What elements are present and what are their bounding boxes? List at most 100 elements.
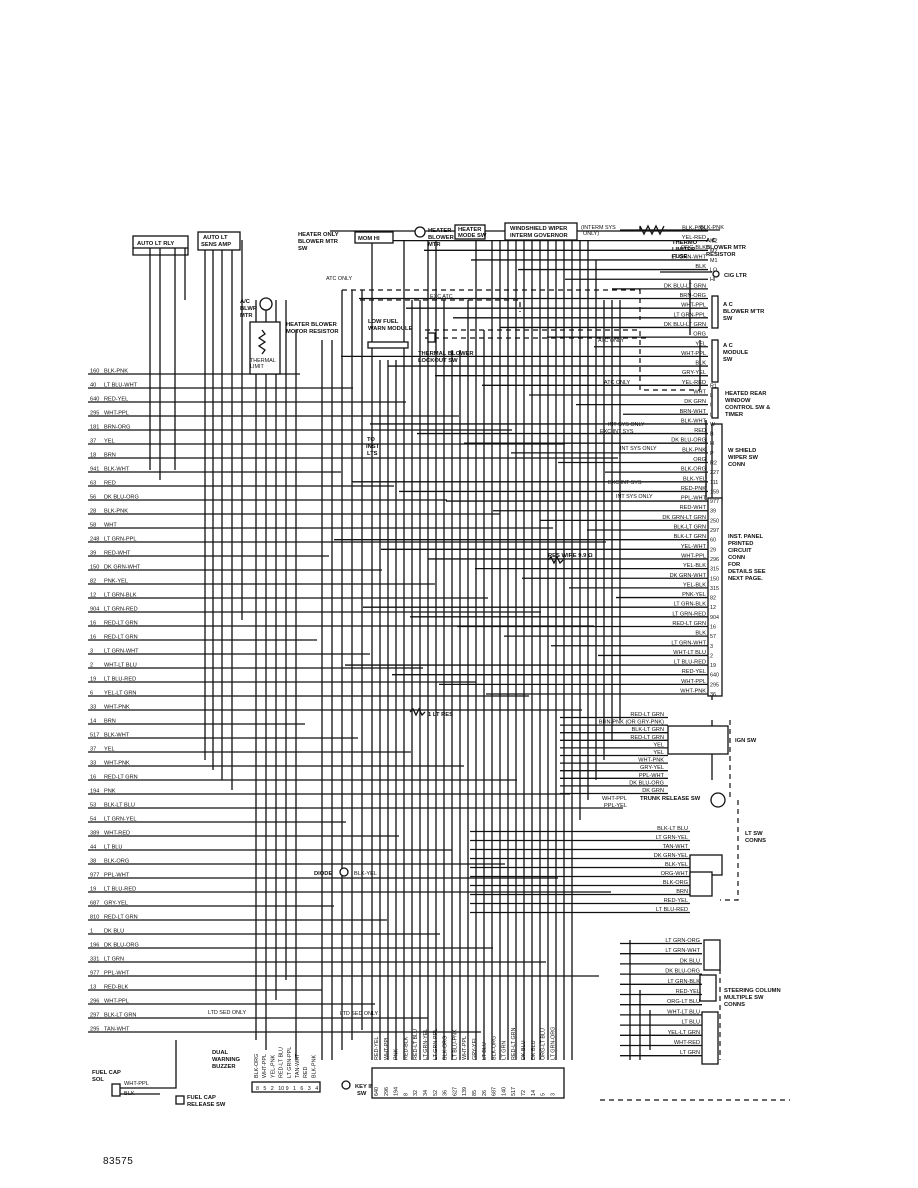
left-wire-label: WHT (104, 523, 117, 529)
inst-panel-line5: FOR (728, 562, 741, 568)
buzzer-line1: DUAL (212, 1050, 229, 1056)
right-wire-label: DK BLU-LT GRN (664, 322, 706, 328)
resistor-blk-pnk: BLK-PNK (700, 225, 724, 231)
left-wire-number: 3 (90, 649, 93, 655)
diode: DIODE BLK-YEL (314, 867, 377, 877)
low-fuel-warn-module: LOW FUEL WARN MODULE (367, 319, 413, 349)
right-wire-label: BLK-LT GRN (674, 525, 706, 531)
left-wire-number: 40 (90, 383, 96, 389)
bottom-pin-label: BLK-ORG (443, 1036, 449, 1060)
note-atc-only: ATC ONLY (326, 276, 353, 282)
to-inst-lts-line1: TO (367, 437, 375, 443)
ac-blower-sw-line1: A C (723, 302, 734, 308)
left-wire-number: 38 (90, 859, 96, 865)
ac-blower-sw-line3: SW (723, 316, 733, 322)
auto-lt-sens-amp: AUTO LT SENS AMP (197, 231, 241, 251)
bottom-pin-number: 14 (531, 1090, 537, 1096)
interm-sys-only-line2: ONLY) (583, 231, 599, 237)
left-wire-label: BRN (104, 719, 116, 725)
bottom-pin-label: WHT-PPL (462, 1036, 468, 1060)
right-wire-label: GRY-YEL (682, 370, 706, 376)
right-wire-label: LT BLU-RED (674, 660, 706, 666)
right-wire-pin: 250 (710, 518, 719, 524)
left-wire-label: RED-WHT (104, 551, 131, 557)
right-wire-pin: M2 (710, 239, 718, 245)
right-wire-pin: M2 (710, 248, 718, 254)
buzzer-wire: TAN-WHT (295, 1053, 301, 1078)
right-wire-pin: 29 (710, 547, 716, 553)
right-wire-pin: 159 (710, 489, 719, 495)
left-wire-label: RED-LT GRN (104, 915, 138, 921)
lt-res-label: 1 LT RES (428, 712, 453, 718)
heater-blower-mtr-line2: BLOWER (428, 235, 455, 241)
lt-sw-wire: RED-YEL (664, 898, 688, 904)
bottom-pin-number: 687 (492, 1087, 498, 1096)
left-wire-label: BRN-ORG (104, 425, 130, 431)
left-wire-label: WHT-RED (104, 831, 130, 837)
left-wire-label: RED-BLK (104, 985, 129, 991)
right-wire-label: DK GRN-LT GRN (662, 515, 706, 521)
bottom-pin-number: 140 (501, 1087, 507, 1096)
ign-sw-wire: PPL-WHT (639, 773, 665, 779)
right-wire-label: WHT-PPL (681, 553, 706, 559)
right-wire-label: WHT-PPL (681, 303, 706, 309)
ac-blwr-mtr-line1: A/C (240, 299, 251, 305)
fuel-cap-sol-line2: SOL (92, 1077, 104, 1083)
fuel-cap: FUEL CAP SOL WHT-PPL BLK FUEL CAP RELEAS… (92, 1040, 226, 1108)
ac-blwr-mtr-line2: BLWR (240, 306, 258, 312)
low-fuel-line1: LOW FUEL (368, 319, 399, 325)
bottom-pin-label: LT BLU (482, 1042, 488, 1060)
bottom-pin-label: LT GRN-PPL (433, 1029, 439, 1060)
ac-blower-resistor-line1: A C (706, 238, 717, 244)
right-wire-pin: 16 (710, 624, 716, 630)
left-wire-label: LT BLU-WHT (104, 383, 138, 389)
left-wire-label: LT BLU (104, 845, 122, 851)
notes: ATC ONLY EXC ATC ATC ONLY ATC ONLY INT S… (208, 276, 657, 1017)
ign-sw-wire: YEL (653, 750, 664, 756)
wiring-skeleton (149, 240, 713, 1060)
bottom-pin-label: RED-YEL (374, 1037, 380, 1060)
steering-wire: RED-YEL (676, 989, 700, 995)
left-wire-label: LT GRN-PPL (104, 537, 136, 543)
ac-module-line3: SW (723, 357, 733, 363)
left-wire-label: PNK (104, 789, 116, 795)
note-exc-atc: EXC ATC (430, 294, 453, 300)
right-wire-pin: 39 (710, 509, 716, 515)
left-wire-label: LT BLU-RED (104, 887, 136, 893)
lt-sw-line2: CONNS (745, 838, 766, 844)
right-wire-label: WHT-PNK (680, 689, 706, 695)
right-wire-pin: R2 (710, 461, 717, 467)
right-wire-pin: 150 (710, 576, 719, 582)
buzzer-wire: YEL-PNK (270, 1055, 276, 1078)
document-number: 83575 (103, 1156, 134, 1167)
right-wire-label: ORG (693, 332, 706, 338)
thermo-limiter-line1: THERMO (672, 240, 698, 246)
lockout-sw-line2: LOCKOUT SW (418, 358, 458, 364)
left-wire-label: BLK-ORG (104, 859, 129, 865)
buzzer-pin: 1 (293, 1086, 296, 1092)
inst-panel-line3: CIRCUIT (728, 548, 752, 554)
left-wire-number: 16 (90, 635, 96, 641)
ac-module-line2: MODULE (723, 350, 748, 356)
buzzer-pin: 9 (286, 1086, 289, 1092)
buzzer-line2: WARNING (212, 1057, 241, 1063)
left-wire-label: BLK-WHT (104, 733, 130, 739)
right-wire-label: BLK-ORG (681, 467, 706, 473)
right-wire-label: WHT-PPL (681, 351, 706, 357)
thermal-blower-lockout-sw: THERMAL BLOWER LOCKOUT SW (418, 332, 474, 364)
steering-wire: DK BLU (680, 958, 700, 964)
diode-label: DIODE (314, 871, 332, 877)
heated-rear-line1: HEATED REAR (725, 391, 767, 397)
bottom-pin-label: RED-LT GRN (511, 1027, 517, 1060)
left-wire-number: 33 (90, 705, 96, 711)
wiper-governor-line1: WINDSHIELD WIPER (510, 226, 568, 232)
left-wire-number: 53 (90, 803, 96, 809)
right-wire-label: RED-PNK (681, 486, 706, 492)
buzzer-wire: WHT-PPL (262, 1054, 268, 1078)
left-wire-number: 44 (90, 845, 96, 851)
right-wire-pin: I (710, 403, 712, 409)
cig-ltr-label: CIG LTR (724, 273, 748, 279)
